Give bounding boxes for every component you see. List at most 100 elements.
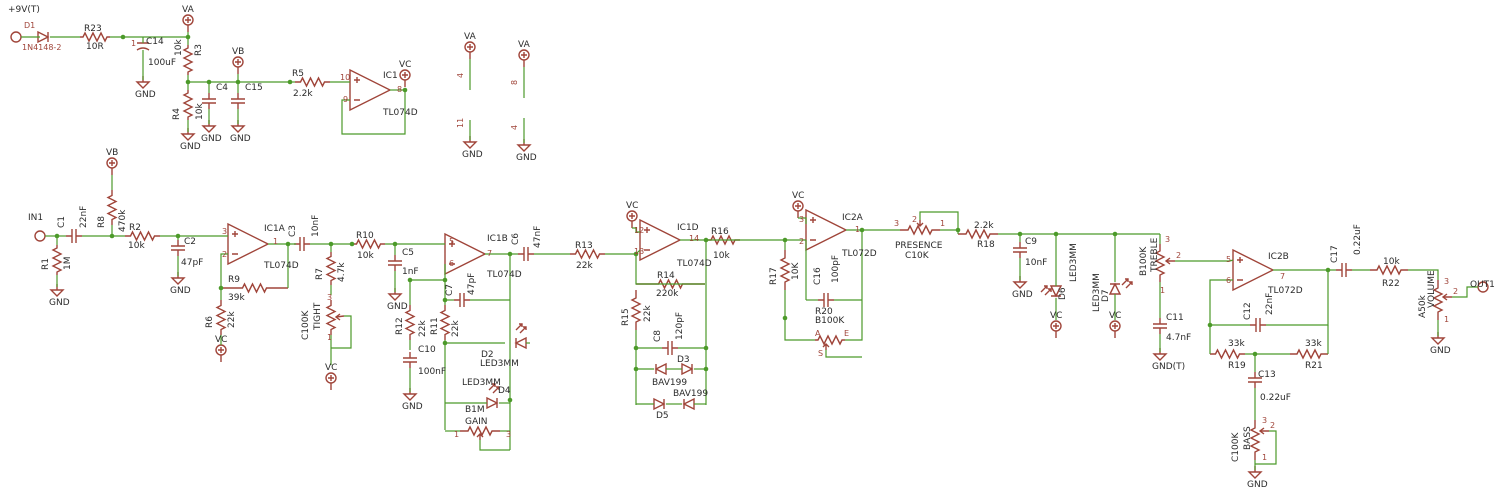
resistor-r21 — [1290, 348, 1328, 360]
label-volume_v: A50k — [1418, 294, 1428, 318]
label-p2: 2 — [1270, 421, 1275, 430]
label-r19: R19 — [1228, 361, 1246, 371]
opamp-ic1a — [227, 222, 270, 266]
label-vb: VB — [106, 148, 118, 158]
label-p2: 2 — [1453, 287, 1458, 296]
capacitor-c3 — [294, 237, 310, 251]
capacitor-c11 — [1153, 318, 1167, 334]
symbols — [10, 14, 1489, 479]
label-p8: 8 — [510, 80, 519, 85]
supply-symbol — [629, 213, 635, 228]
wire — [632, 227, 640, 233]
label-p2: 2 — [799, 237, 804, 246]
label-gndt: GND(T) — [1152, 362, 1185, 372]
wire — [919, 211, 959, 230]
resistor-r3 — [182, 45, 194, 75]
label-r6_v: 22k — [227, 311, 237, 328]
label-c1: C1 — [57, 216, 67, 228]
resistor-r6 — [215, 300, 227, 335]
label-tl074d: TL074D — [263, 261, 299, 271]
label-r12_v: 22k — [418, 320, 428, 337]
label-p2: 2 — [1176, 251, 1181, 260]
label-p7: 7 — [487, 249, 492, 258]
supply-symbol — [185, 17, 191, 32]
label-p5: 5 — [449, 237, 454, 246]
label-c9: C9 — [1025, 237, 1037, 247]
supply-symbol — [1112, 323, 1118, 338]
label-va: VA — [518, 40, 531, 50]
label-r10: R10 — [356, 231, 374, 241]
supply-symbol — [109, 160, 115, 175]
label-r5_v: 2.2k — [293, 89, 313, 99]
led-arrows — [515, 323, 527, 334]
wire — [1255, 430, 1277, 465]
label-c12: C12 — [1243, 302, 1253, 320]
label-c3: C3 — [288, 225, 298, 237]
label-p10: 10 — [340, 73, 350, 82]
label-p3: 3 — [1444, 277, 1449, 286]
wire — [825, 350, 862, 358]
label-c3_v: 10nF — [311, 215, 321, 237]
label-c4: C4 — [216, 83, 228, 93]
label-r15: R15 — [621, 308, 631, 326]
label-c17: C17 — [1330, 245, 1340, 263]
label-gnd: GND — [49, 298, 70, 308]
opamp-ic2a — [810, 217, 816, 241]
wire — [1229, 259, 1234, 262]
label-r3_v: 10k — [174, 39, 184, 56]
junction-dot — [120, 34, 126, 40]
label-p3: 3 — [799, 215, 804, 224]
label-p8: 8 — [397, 85, 402, 94]
label-c17_v: 0.22uF — [1353, 224, 1363, 255]
label-r23: R23 — [84, 24, 102, 34]
pot-wiper — [334, 313, 345, 321]
label-p12: 12 — [634, 226, 644, 235]
capacitor-c1 — [66, 229, 82, 243]
label-ps: S — [818, 349, 823, 358]
label-r14_v: 220k — [656, 289, 679, 299]
resistor-r23 — [80, 31, 110, 43]
label-r11: R11 — [430, 317, 440, 335]
label-p14: 14 — [689, 234, 699, 243]
label-tl074d: TL074D — [382, 108, 418, 118]
label-r23_v: 10R — [86, 42, 104, 52]
resistor-r2 — [125, 230, 160, 242]
label-r22: R22 — [1382, 279, 1400, 289]
label-r11_v: 22k — [451, 320, 461, 337]
labels: +9V(T)D11N4148-2R2310RGNDC14100uF1VAR310… — [8, 5, 1495, 490]
label-c9_v: 10nF — [1025, 258, 1047, 268]
pot-wiper — [1441, 293, 1452, 301]
label-r20_v: B100K — [815, 316, 845, 326]
resistor-r9 — [221, 282, 288, 294]
supply-symbol — [328, 375, 334, 390]
label-treble: TREBLE — [1150, 237, 1160, 273]
label-tight_v: C100K — [301, 310, 311, 340]
label-p1: 1 — [940, 219, 945, 228]
junction-dot — [507, 397, 513, 403]
label-gnd: GND — [180, 142, 201, 152]
supply-symbol — [218, 347, 224, 362]
capacitor-c15 — [231, 93, 245, 109]
label-in1: IN1 — [28, 213, 43, 223]
diode-d5b — [682, 397, 695, 411]
label-r16: R16 — [711, 227, 729, 237]
label-p11: 11 — [456, 118, 465, 128]
label-presence: PRESENCE — [895, 241, 943, 251]
diode-d3a — [654, 362, 667, 376]
label-tight: TIGHT — [313, 302, 323, 331]
label-r22_v: 10k — [1383, 257, 1400, 267]
input-terminal-in1 — [34, 230, 46, 242]
resistor-r17 — [779, 250, 791, 290]
label-d5: D5 — [656, 411, 669, 421]
capacitor-c6 — [518, 247, 534, 261]
wire — [784, 318, 815, 341]
label-r17_v: 10K — [791, 262, 801, 280]
label-tl072d: TL072D — [1267, 286, 1303, 296]
resistor-r7 — [325, 252, 337, 285]
wire — [798, 217, 807, 224]
opamp-ic2b — [1232, 248, 1275, 292]
label-bass: BASS — [1243, 426, 1253, 450]
capacitor-c12 — [1250, 318, 1266, 332]
label-r18_v: 2.2k — [974, 221, 994, 231]
label-c14: C14 — [146, 37, 164, 47]
